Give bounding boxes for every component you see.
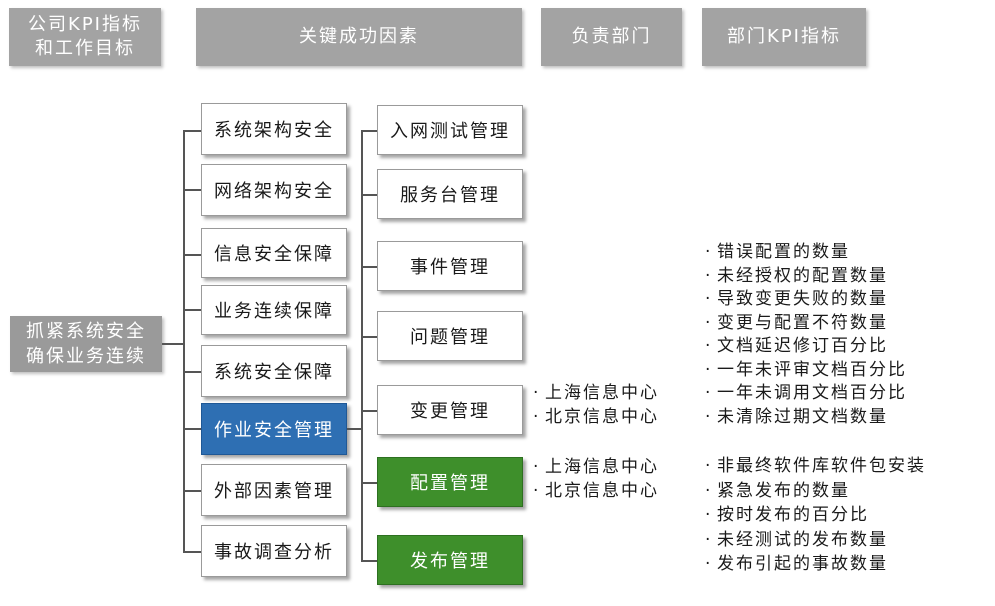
header-kpi-label: 公司KPI指标 和工作目标 — [28, 14, 142, 59]
process-box: 事件管理 — [377, 241, 523, 291]
dept-kpi-item: ·未经授权的配置数量 — [705, 265, 888, 286]
dept-kpi-item: ·按时发布的百分比 — [705, 505, 869, 525]
process-label: 发布管理 — [410, 551, 490, 572]
factor-label: 系统安全保障 — [214, 362, 334, 383]
connector — [361, 266, 377, 268]
dept-kpi-item: ·未经测试的发布数量 — [705, 529, 888, 550]
dept-kpi-item: ·一年未评审文档百分比 — [705, 359, 907, 380]
header-dept-kpi-label: 部门KPI指标 — [727, 26, 841, 47]
connector — [183, 371, 201, 373]
factor-label: 系统架构安全 — [214, 120, 334, 141]
department-item: ·北京信息中心 — [533, 407, 659, 427]
header-csf-label: 关键成功因素 — [299, 26, 419, 47]
dept-kpi-item: ·文档延迟修订百分比 — [705, 336, 888, 356]
department-item: ·上海信息中心 — [533, 457, 659, 477]
dept-kpi-item: ·变更与配置不符数量 — [705, 312, 888, 333]
process-label: 配置管理 — [410, 473, 490, 494]
header-dept-label: 负责部门 — [571, 26, 652, 47]
connector — [361, 410, 377, 412]
factor-box: 业务连续保障 — [201, 285, 347, 335]
header-kpi: 公司KPI指标 和工作目标 — [9, 8, 161, 66]
factor-box: 系统架构安全 — [201, 103, 347, 155]
process-label: 问题管理 — [410, 327, 490, 348]
dept-kpi-list: ·错误配置的数量 ·未经授权的配置数量 ·导致变更失败的数量 ·变更与配置不符数… — [705, 241, 907, 429]
dept-kpi-item: ·一年未调用文档百分比 — [705, 383, 907, 403]
process-box-highlighted: 配置管理 — [377, 457, 523, 507]
connector — [183, 254, 201, 256]
header-dept-kpi: 部门KPI指标 — [702, 8, 866, 66]
factor-box: 信息安全保障 — [201, 228, 347, 278]
factor-label: 外部因素管理 — [214, 481, 334, 502]
connector — [162, 343, 184, 345]
connector — [183, 189, 201, 191]
process-box: 服务台管理 — [377, 169, 523, 219]
dept-kpi-item: ·非最终软件库软件包安装 — [705, 456, 926, 476]
header-dept: 负责部门 — [541, 8, 682, 66]
connector — [183, 551, 201, 553]
dept-kpi-item: ·未清除过期文档数量 — [705, 406, 888, 427]
connector — [361, 336, 377, 338]
dept-kpi-item: ·错误配置的数量 — [705, 242, 850, 262]
process-box: 入网测试管理 — [377, 105, 523, 155]
connector — [361, 130, 363, 561]
factor-label: 作业安全管理 — [214, 420, 334, 441]
factor-label: 事故调查分析 — [214, 542, 334, 563]
connector — [183, 309, 201, 311]
connector — [361, 194, 377, 196]
factor-box: 外部因素管理 — [201, 464, 347, 516]
factor-label: 网络架构安全 — [214, 181, 334, 202]
factor-label: 业务连续保障 — [214, 301, 334, 322]
dept-kpi-item: ·导致变更失败的数量 — [705, 289, 888, 309]
department-item: ·上海信息中心 — [533, 383, 659, 403]
factor-box: 网络架构安全 — [201, 164, 347, 216]
connector — [183, 130, 201, 132]
connector — [183, 428, 201, 430]
root-goal: 抓紧系统安全 确保业务连续 — [10, 316, 162, 372]
dept-kpi-item: ·发布引起的事故数量 — [705, 554, 888, 574]
root-goal-label: 抓紧系统安全 确保业务连续 — [26, 321, 146, 367]
header-csf: 关键成功因素 — [196, 8, 522, 66]
connector — [183, 131, 185, 552]
factor-label: 信息安全保障 — [214, 244, 334, 265]
department-list: ·上海信息中心 ·北京信息中心 — [533, 455, 659, 503]
department-item: ·北京信息中心 — [533, 481, 659, 501]
process-label: 入网测试管理 — [390, 121, 510, 142]
process-label: 服务台管理 — [400, 185, 500, 206]
connector — [361, 482, 377, 484]
connector — [361, 130, 377, 132]
factor-box: 事故调查分析 — [201, 525, 347, 577]
dept-kpi-list: ·非最终软件库软件包安装 ·紧急发布的数量 ·按时发布的百分比 ·未经测试的发布… — [705, 454, 926, 577]
process-label: 事件管理 — [410, 257, 490, 278]
process-label: 变更管理 — [410, 401, 490, 422]
connector — [183, 490, 201, 492]
dept-kpi-item: ·紧急发布的数量 — [705, 480, 850, 501]
process-box: 变更管理 — [377, 385, 523, 435]
connector — [361, 560, 377, 562]
process-box-highlighted: 发布管理 — [377, 535, 523, 585]
connector — [347, 428, 361, 430]
factor-box: 系统安全保障 — [201, 345, 347, 397]
department-list: ·上海信息中心 ·北京信息中心 — [533, 381, 659, 429]
factor-box-highlighted: 作业安全管理 — [201, 403, 347, 455]
process-box: 问题管理 — [377, 311, 523, 361]
